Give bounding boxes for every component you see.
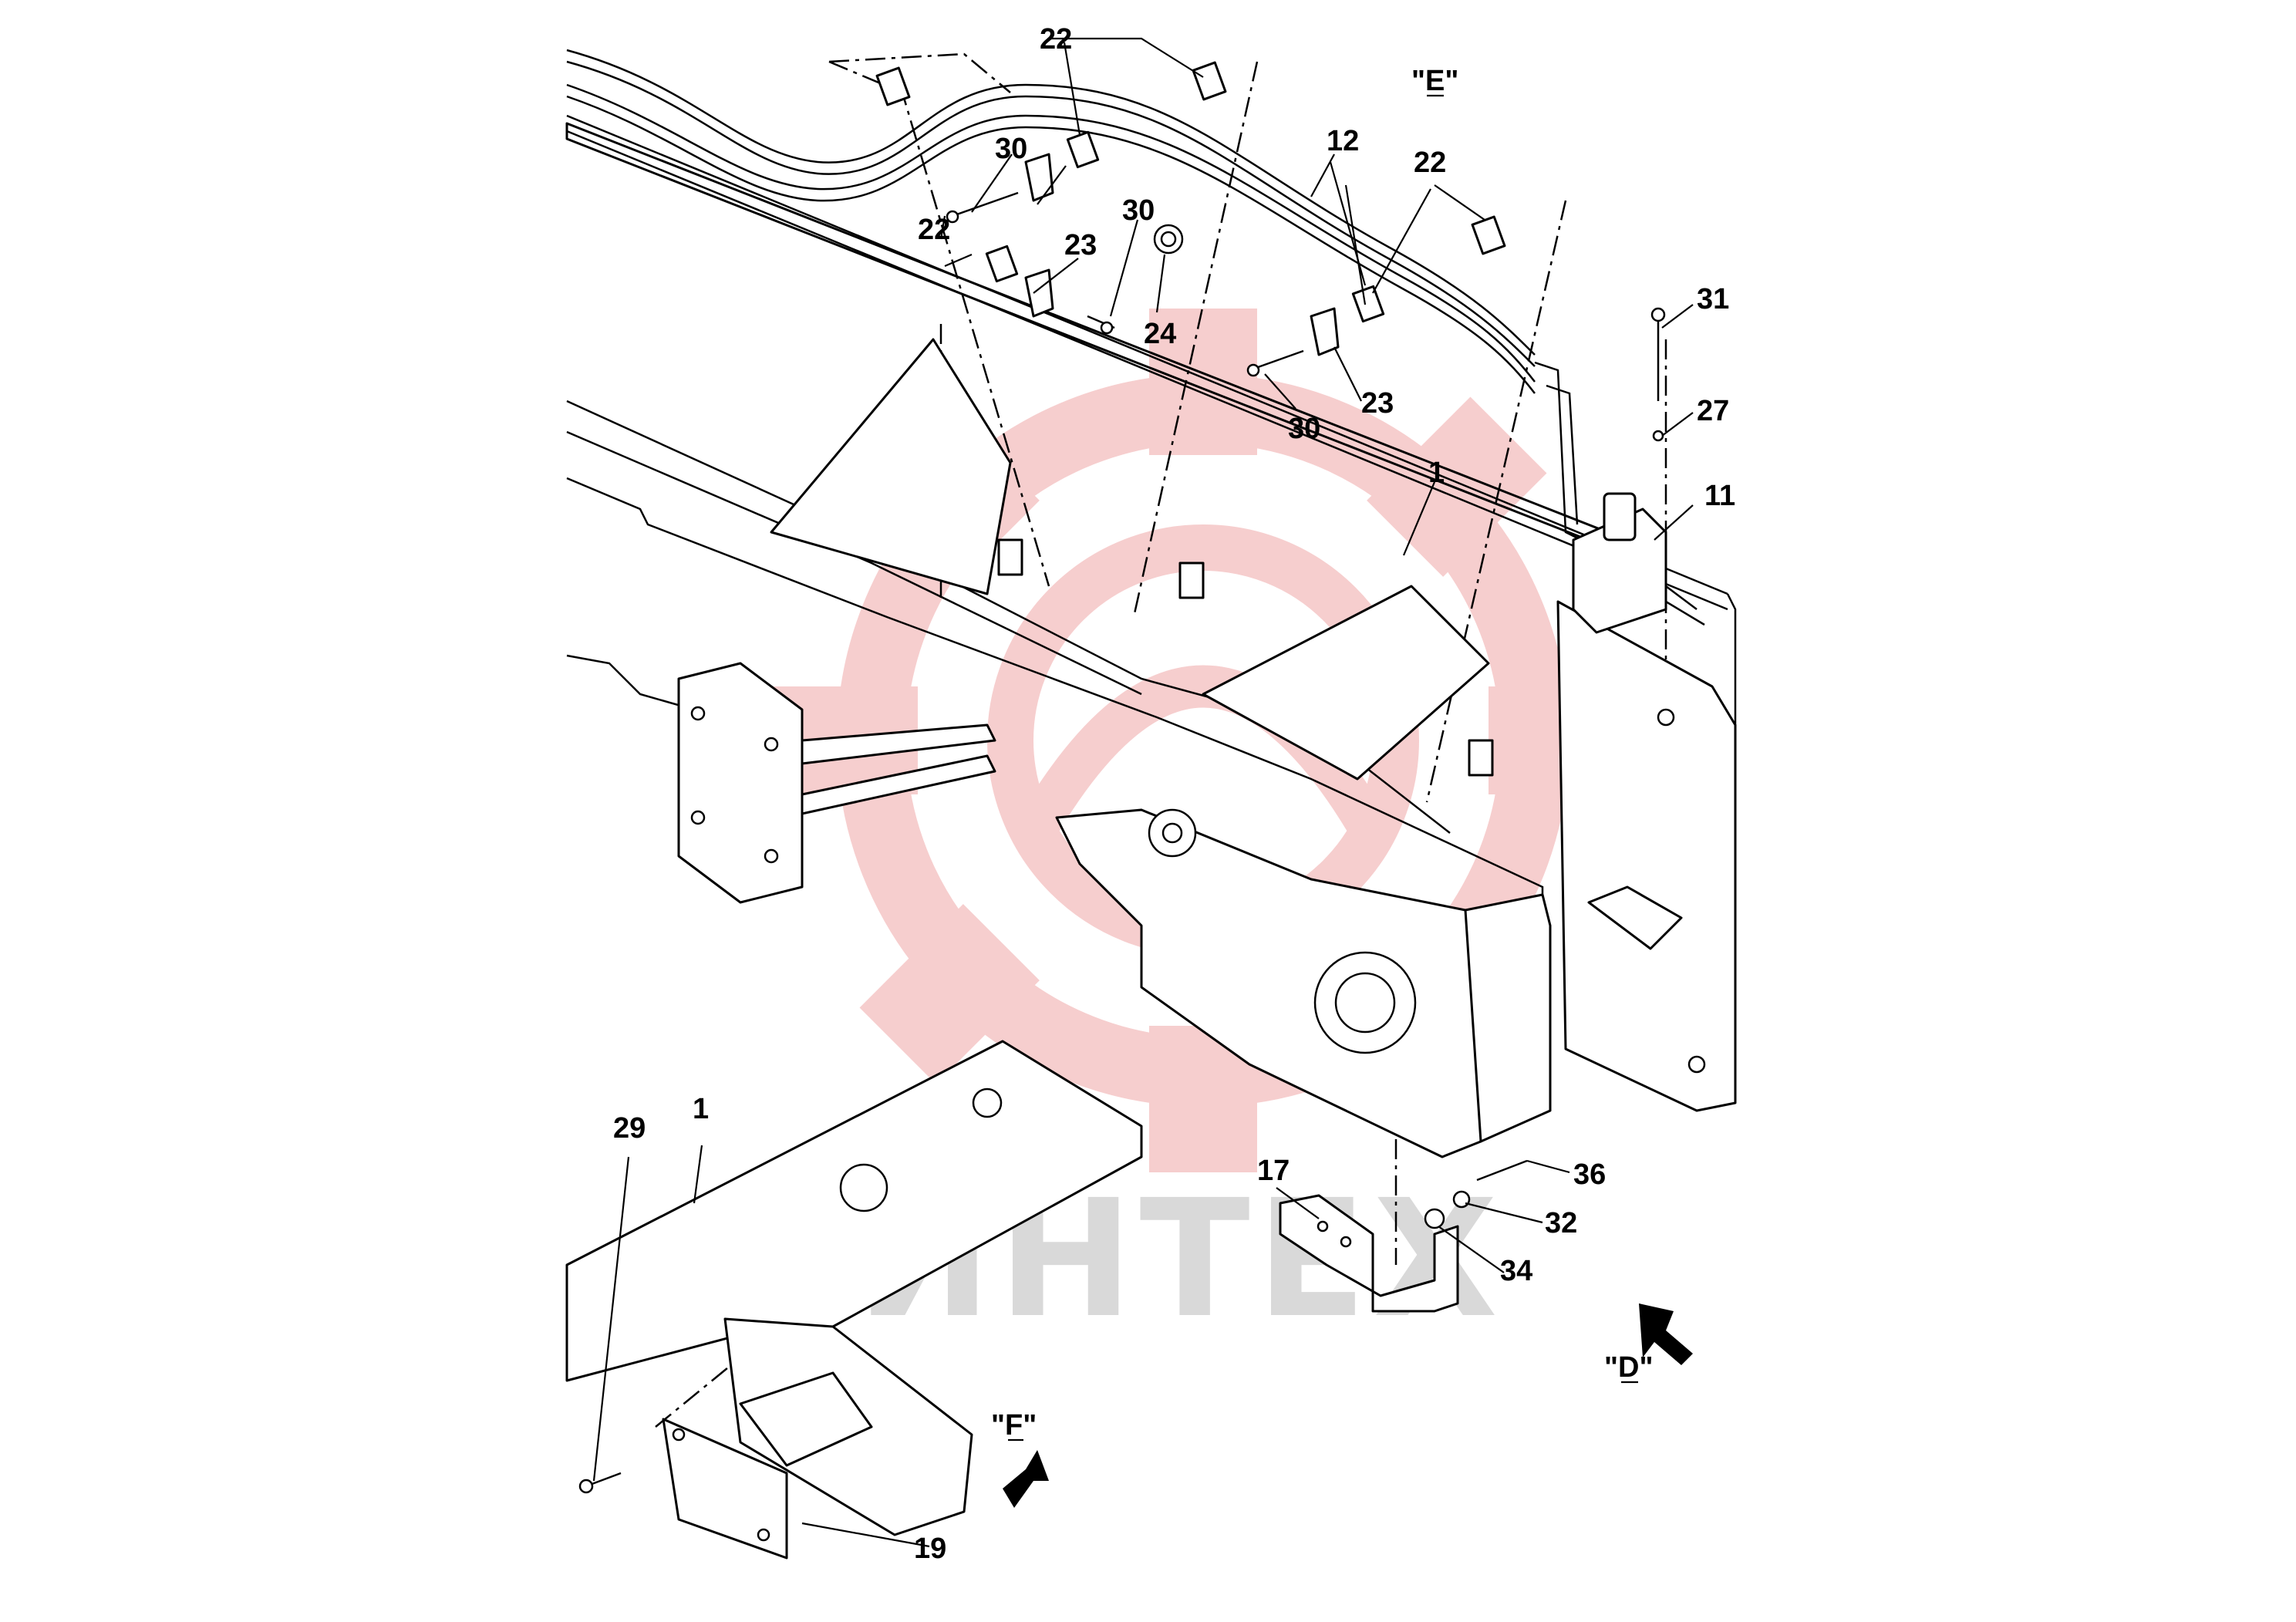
- callout-22-left: 22: [918, 214, 950, 246]
- callout-31: 31: [1697, 283, 1729, 315]
- view-arrow-d: [1639, 1303, 1693, 1365]
- view-label-e: "E": [1411, 65, 1458, 97]
- bolts: [946, 191, 1304, 377]
- callout-19: 19: [914, 1533, 946, 1565]
- left-mounting-plate: [677, 662, 996, 904]
- callout-27: 27: [1697, 395, 1729, 427]
- view-label-d: "D": [1604, 1351, 1653, 1384]
- callout-30-upper: 30: [995, 133, 1027, 165]
- hydraulic-hoses: [566, 49, 1582, 541]
- callout-numbers: 22 22 22 30 30 30 23 23 24 12 31 27 11 1…: [613, 23, 1735, 1565]
- callout-23-left: 23: [1064, 229, 1097, 261]
- callout-29: 29: [613, 1112, 646, 1145]
- callout-17: 17: [1257, 1155, 1290, 1187]
- gusset-brackets: [770, 338, 1490, 781]
- callout-1-upper: 1: [1428, 457, 1445, 489]
- callout-30-lower: 30: [1288, 413, 1320, 445]
- callout-leaders: [592, 37, 1694, 1548]
- callout-24: 24: [1144, 318, 1176, 350]
- callout-22-right: 22: [1414, 147, 1446, 179]
- long-rod: [1650, 307, 1666, 442]
- hose-clips: [875, 61, 1506, 323]
- lower-frame-section: [565, 1040, 1143, 1560]
- callout-34: 34: [1500, 1255, 1532, 1287]
- view-label-f: "F": [991, 1409, 1037, 1442]
- callout-32: 32: [1545, 1207, 1577, 1239]
- callout-36: 36: [1573, 1158, 1606, 1191]
- callout-11: 11: [1704, 480, 1735, 512]
- right-end-plate: [1556, 600, 1737, 1112]
- spacer-plates: [997, 153, 1494, 777]
- washers-and-bolt: [1424, 1159, 1528, 1229]
- lower-bracket: [1279, 1194, 1459, 1313]
- valve-block: [1572, 492, 1705, 634]
- callout-23-right: 23: [1361, 387, 1394, 420]
- grommet: [1153, 224, 1184, 255]
- view-labels: "E" "D" "F": [991, 65, 1653, 1442]
- callout-30-middle: 30: [1122, 194, 1155, 227]
- callout-1-lower: 1: [693, 1093, 709, 1125]
- callout-12: 12: [1327, 125, 1359, 157]
- view-arrow-f: [1003, 1450, 1049, 1508]
- pivot-plate: [1055, 808, 1552, 1158]
- callout-22-top: 22: [1040, 23, 1072, 56]
